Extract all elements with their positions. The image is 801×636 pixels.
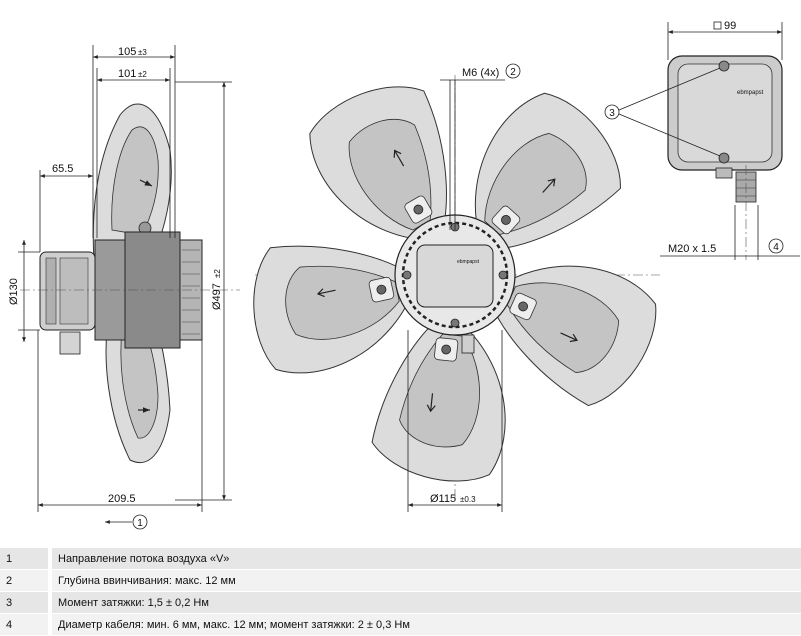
legend-text: Момент затяжки: 1,5 ± 0,2 Нм	[52, 591, 801, 614]
legend-number: 4	[0, 613, 48, 636]
legend-row: 4 Диаметр кабеля: мин. 6 мм, макс. 12 мм…	[0, 613, 801, 636]
dim-115: Ø115	[430, 493, 456, 505]
legend-table: 1 Направление потока воздуха «V» 2 Глуби…	[0, 548, 801, 636]
technical-drawing: 105 ±3 101 ±2 65.5 Ø130 Ø497 ±2 209.5 1	[8, 20, 800, 530]
thread-m6: M6 (4x)	[462, 67, 499, 79]
dim-115-tol: ±0.3	[460, 495, 476, 504]
legend-row: 3 Момент затяжки: 1,5 ± 0,2 Нм	[0, 591, 801, 614]
legend-row: 2 Глубина ввинчивания: макс. 12 мм	[0, 569, 801, 592]
dim-105-tol: ±3	[138, 48, 147, 57]
legend-number: 2	[0, 569, 48, 592]
legend-number: 3	[0, 591, 48, 614]
dim-101: 101	[118, 68, 136, 80]
dim-497: Ø497	[211, 283, 223, 310]
callout-3: 3	[609, 108, 615, 119]
dim-130: Ø130	[8, 278, 20, 305]
terminal-box-view: 99 ebmpapst 3 M20 x 1.5 4	[604, 20, 800, 260]
dim-101-tol: ±2	[138, 70, 147, 79]
callout-2: 2	[510, 67, 516, 78]
thread-m20: M20 x 1.5	[668, 243, 716, 255]
box-brand: ebmpapst	[737, 90, 764, 96]
legend-text: Направление потока воздуха «V»	[52, 548, 801, 570]
dim-65-5: 65.5	[52, 163, 73, 175]
legend-text: Диаметр кабеля: мин. 6 мм, макс. 12 мм; …	[52, 613, 801, 636]
dim-209-5: 209.5	[108, 493, 136, 505]
dim-105: 105	[118, 46, 136, 58]
dim-497-tol: ±2	[213, 269, 222, 278]
dim-99: 99	[724, 20, 736, 32]
callout-4: 4	[773, 242, 779, 253]
front-brand: ebmpapst	[457, 259, 480, 265]
front-view: ebmpapst M6 (4x) 2 Ø115 ±0.3	[239, 63, 670, 512]
legend-text: Глубина ввинчивания: макс. 12 мм	[52, 569, 801, 592]
side-view: 105 ±3 101 ±2 65.5 Ø130 Ø497 ±2 209.5 1	[8, 45, 240, 530]
legend-number: 1	[0, 548, 48, 570]
legend-row: 1 Направление потока воздуха «V»	[0, 548, 801, 570]
callout-1: 1	[137, 518, 143, 529]
